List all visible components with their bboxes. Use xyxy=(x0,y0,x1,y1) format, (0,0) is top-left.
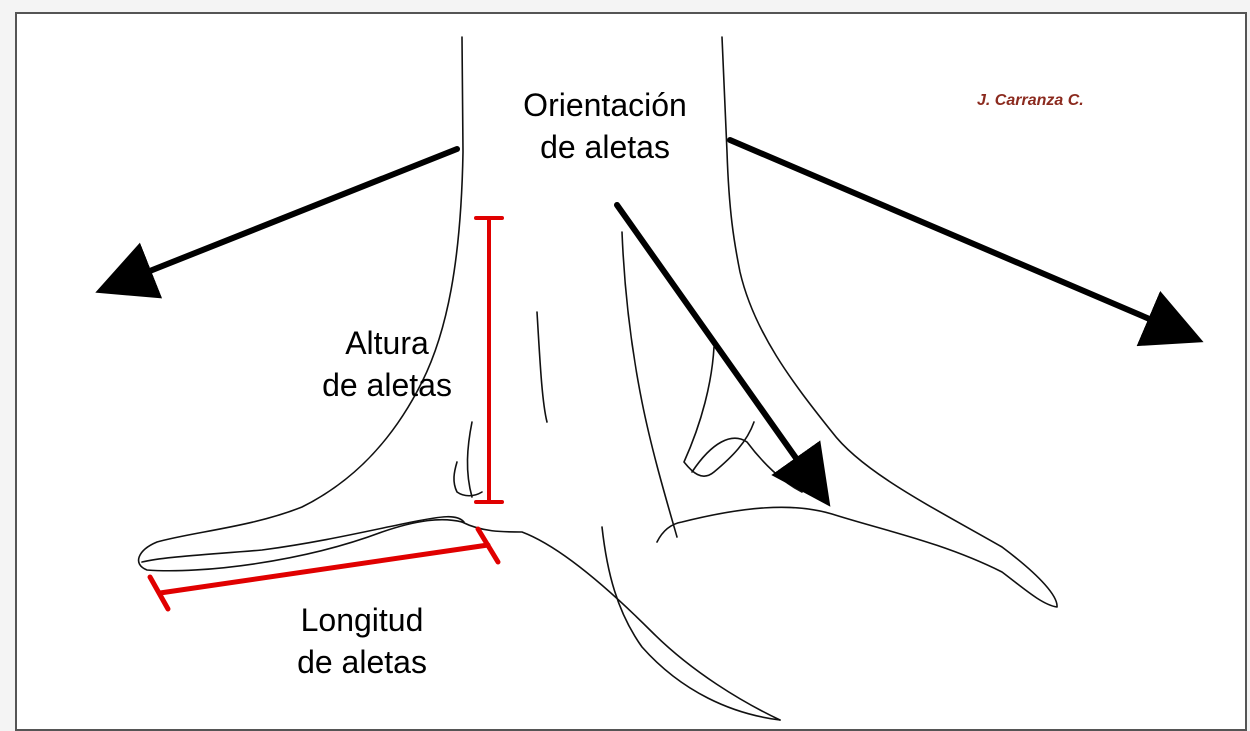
orientation-arrows xyxy=(95,137,1204,507)
buttress-roots-diagram xyxy=(95,36,1204,721)
height-measure-bar xyxy=(474,216,504,504)
orientation-label-line1: Orientación xyxy=(523,87,687,123)
author-credit: J. Carranza C. xyxy=(977,92,1084,109)
height-label-line2: de aletas xyxy=(322,367,452,403)
tree-trunk-outline xyxy=(137,36,1058,721)
length-label-line2: de aletas xyxy=(297,644,427,680)
center-arrow xyxy=(614,202,831,507)
orientation-label-line2: de aletas xyxy=(540,129,670,165)
diagram-frame: Orientación de aletas Altura de aletas L… xyxy=(15,12,1247,731)
left-arrow xyxy=(95,146,460,299)
length-label-line1: Longitud xyxy=(300,602,424,638)
height-label: Altura de aletas xyxy=(287,322,487,406)
orientation-label: Orientación de aletas xyxy=(475,84,735,168)
length-label: Longitud de aletas xyxy=(262,599,462,683)
right-arrow xyxy=(727,137,1204,347)
height-label-line1: Altura xyxy=(345,325,429,361)
length-measure-bar xyxy=(147,526,501,612)
